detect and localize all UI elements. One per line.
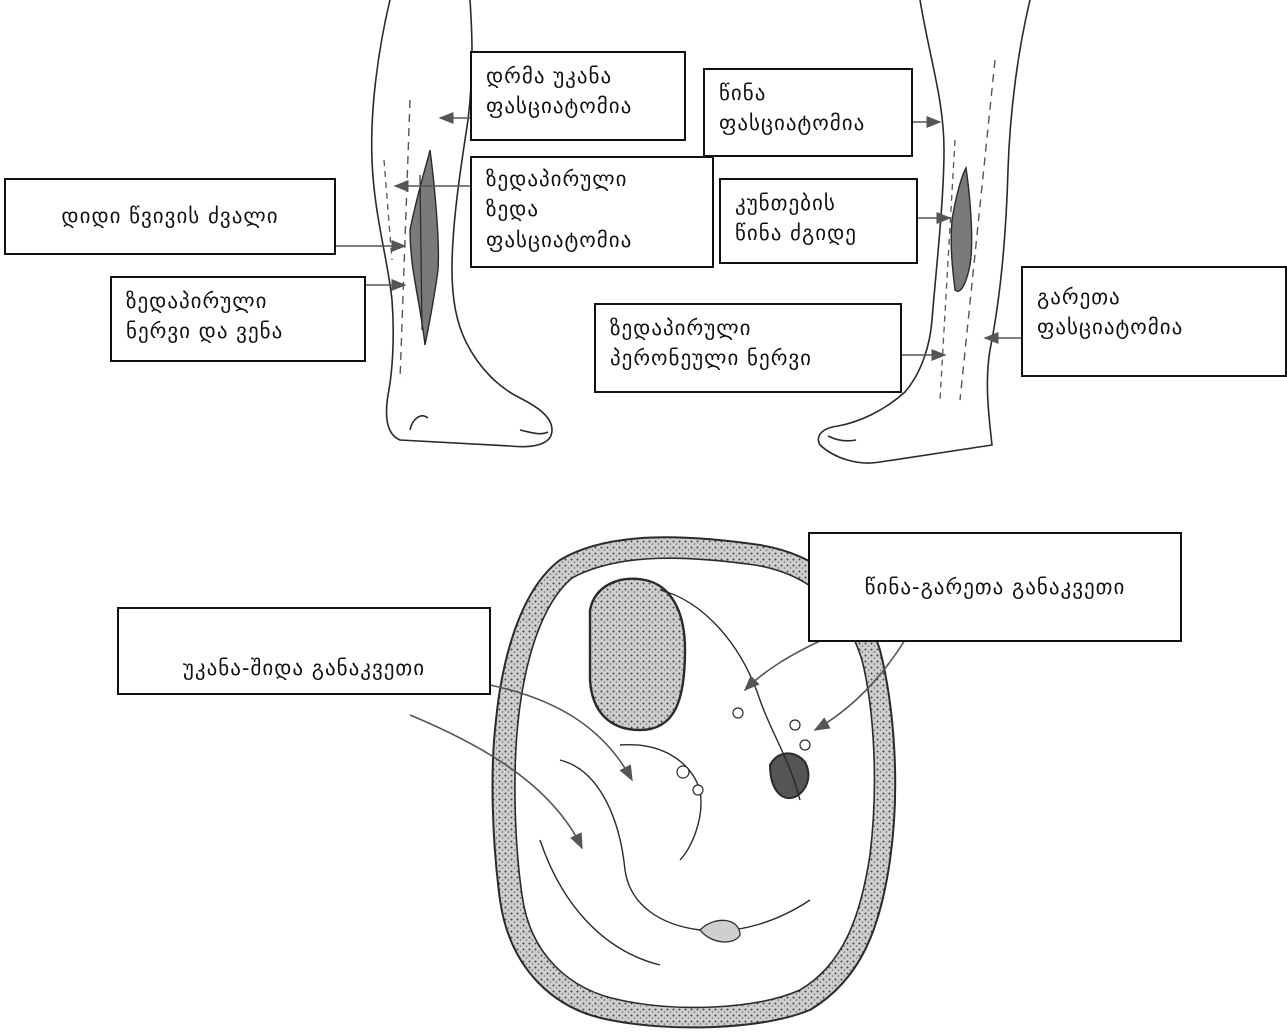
label-anterior-fasciotomy-line-2: ფასციატომია (719, 108, 897, 138)
label-anterolateral-incision-text: წინა-გარეთა განაკვეთი (865, 572, 1126, 602)
label-posteromedial-incision: უკანა-შიდა განაკვეთი (117, 607, 491, 695)
label-anterolateral-incision: წინა-გარეთა განაკვეთი (808, 532, 1182, 642)
label-lateral-fasciotomy-line-1: გარეთა (1037, 282, 1271, 312)
label-tibia-text: დიდი წვივის ძვალი (61, 201, 278, 231)
label-lateral-fasciotomy: გარეთა ფასციატომია (1021, 266, 1287, 377)
label-intermuscular-septum: კუნთების წინა ძგიდე (719, 178, 918, 264)
label-deep-posterior-fasciotomy: დრმა უკანა ფასციატომია (470, 51, 686, 141)
label-superficial-posterior-fasciotomy-line-1: ზედაპირული (486, 164, 698, 194)
label-anterior-fasciotomy: წინა ფასციატომია (703, 68, 913, 157)
label-saphenous-nerve-vein-line-1: ზედაპირული (126, 286, 350, 316)
label-superficial-peroneal-nerve-line-1: ზედაპირული (610, 313, 886, 343)
label-superficial-peroneal-nerve-line-2: პერონეული ნერვი (610, 343, 886, 373)
label-lateral-fasciotomy-line-2: ფასციატომია (1037, 312, 1271, 342)
label-saphenous-nerve-vein-line-2: ნერვი და ვენა (126, 316, 350, 346)
medial-incisions (384, 100, 438, 380)
label-superficial-posterior-fasciotomy-line-3: ფასციატომია (486, 225, 698, 255)
label-deep-posterior-fasciotomy-line-1: დრმა უკანა (486, 61, 670, 91)
label-posteromedial-incision-text: უკანა-შიდა განაკვეთი (183, 653, 425, 683)
label-superficial-peroneal-nerve: ზედაპირული პერონეული ნერვი (594, 303, 902, 393)
lateral-incisions (940, 60, 995, 400)
label-intermuscular-septum-line-1: კუნთების (735, 188, 902, 218)
label-deep-posterior-fasciotomy-line-2: ფასციატომია (486, 91, 670, 121)
label-tibia: დიდი წვივის ძვალი (4, 178, 336, 255)
label-saphenous-nerve-vein: ზედაპირული ნერვი და ვენა (110, 276, 366, 362)
label-superficial-posterior-fasciotomy-line-2: ზედა (486, 194, 698, 224)
label-superficial-posterior-fasciotomy: ზედაპირული ზედა ფასციატომია (470, 156, 714, 268)
label-intermuscular-septum-line-2: წინა ძგიდე (735, 218, 902, 248)
label-anterior-fasciotomy-line-1: წინა (719, 78, 897, 108)
